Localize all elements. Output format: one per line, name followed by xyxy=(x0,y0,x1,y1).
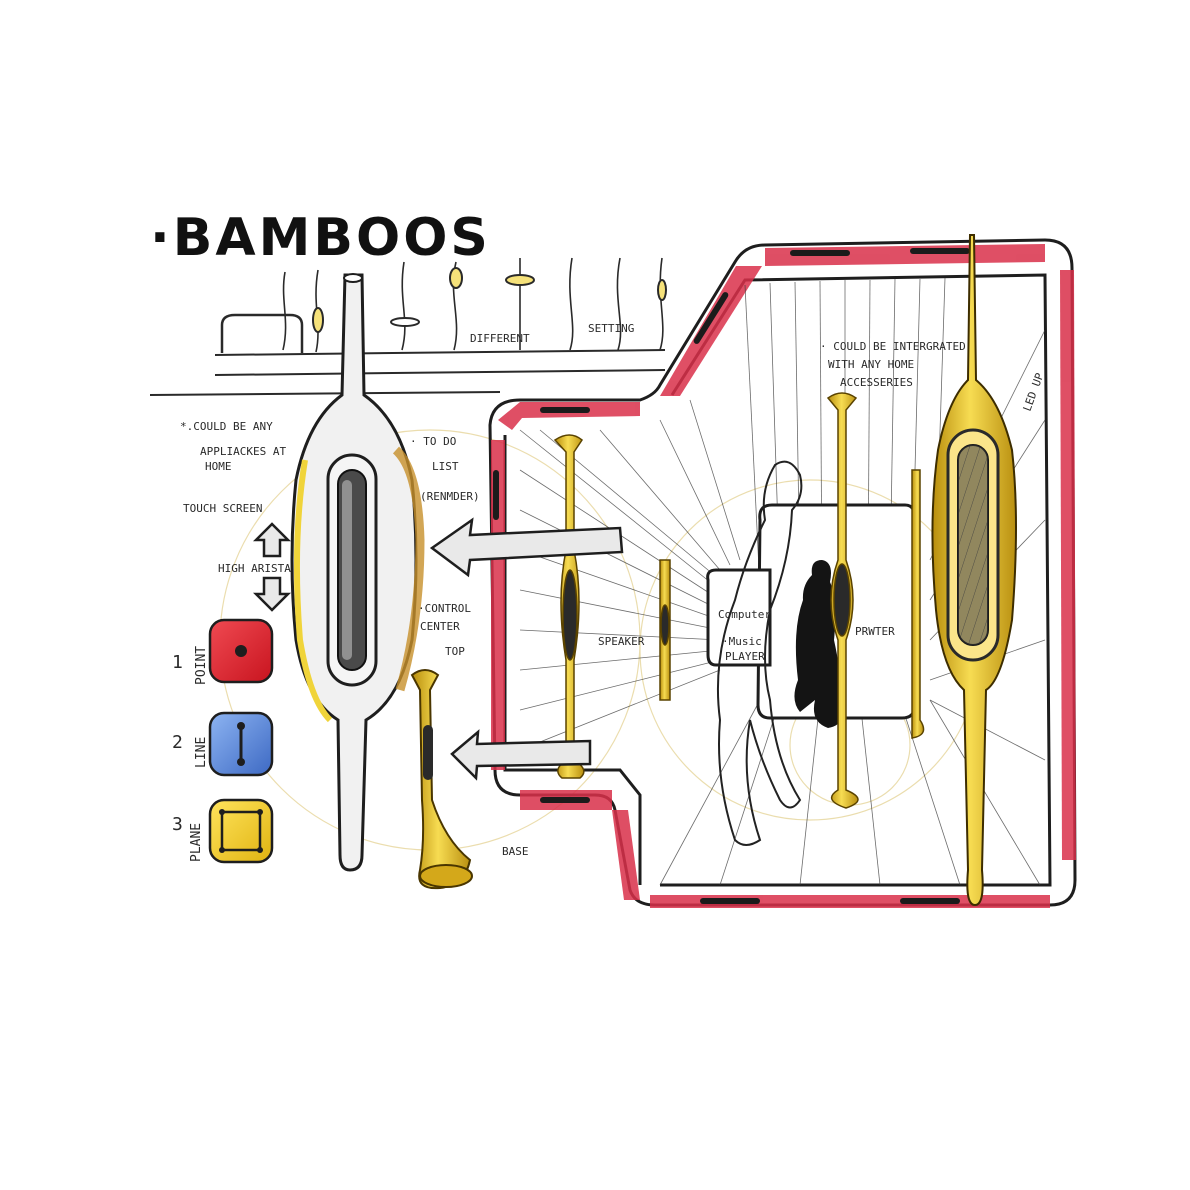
legend-number-3: 3 xyxy=(172,814,183,835)
label-center: CENTER xyxy=(420,620,460,633)
label-music: ·Music xyxy=(722,635,762,648)
label-integrated-3: ACCESSERIES xyxy=(840,376,913,389)
trumpet-lamp xyxy=(410,669,473,890)
down-arrow xyxy=(252,576,292,612)
legend-plane xyxy=(208,798,274,864)
label-integrated-2: WITH ANY HOME xyxy=(828,358,914,371)
label-home: HOME xyxy=(205,460,232,473)
label-computer: Computer xyxy=(718,608,771,621)
label-list: LIST xyxy=(432,460,459,473)
label-integrated-1: · COULD BE INTERGRATED xyxy=(820,340,966,353)
legend-line xyxy=(208,711,274,777)
page-title: ·BAMBOOS xyxy=(150,208,491,268)
label-printer: PRWTER xyxy=(855,625,895,638)
label-could-be-any: *.COULD BE ANY xyxy=(180,420,273,433)
legend-number-1: 1 xyxy=(172,652,183,673)
legend-label-point: POINT xyxy=(194,646,209,685)
label-base: BASE xyxy=(502,845,529,858)
top-shelf xyxy=(149,257,667,396)
label-different: DIFFERENT xyxy=(470,332,530,345)
large-bamboo-right xyxy=(931,234,1017,907)
label-setting: SETTING xyxy=(588,322,634,335)
human-silhouette xyxy=(794,560,841,728)
annotations: DIFFERENT SETTING *.COULD BE ANY APPLIAC… xyxy=(180,322,1047,858)
direction-arrows xyxy=(252,517,624,781)
label-control: ·CONTROL xyxy=(418,602,471,615)
label-top: TOP xyxy=(445,645,465,658)
label-led-up: LED UP xyxy=(1021,371,1047,413)
human-outline xyxy=(716,460,803,846)
label-player: PLAYER xyxy=(725,650,765,663)
room-bamboo-lamps xyxy=(553,392,925,809)
label-speaker: SPEAKER xyxy=(598,635,645,648)
legend-label-plane: PLANE xyxy=(189,823,204,862)
large-bamboo-left xyxy=(290,273,425,872)
label-to-do: · TO DO xyxy=(410,435,456,448)
label-high-arista: HIGH ARISTA xyxy=(218,562,291,575)
legend-point xyxy=(208,618,274,684)
up-arrow xyxy=(252,522,292,558)
label-appliances: APPLIACKES AT xyxy=(200,445,286,458)
label-touch-screen: TOUCH SCREEN xyxy=(183,502,262,515)
label-reminder: (RENMDER) xyxy=(420,490,480,503)
legend-label-line: LINE xyxy=(194,737,209,768)
legend-number-2: 2 xyxy=(172,732,183,753)
slot-details xyxy=(493,248,970,904)
legend-labels: 1 POINT 2 LINE 3 PLANE xyxy=(172,646,209,862)
